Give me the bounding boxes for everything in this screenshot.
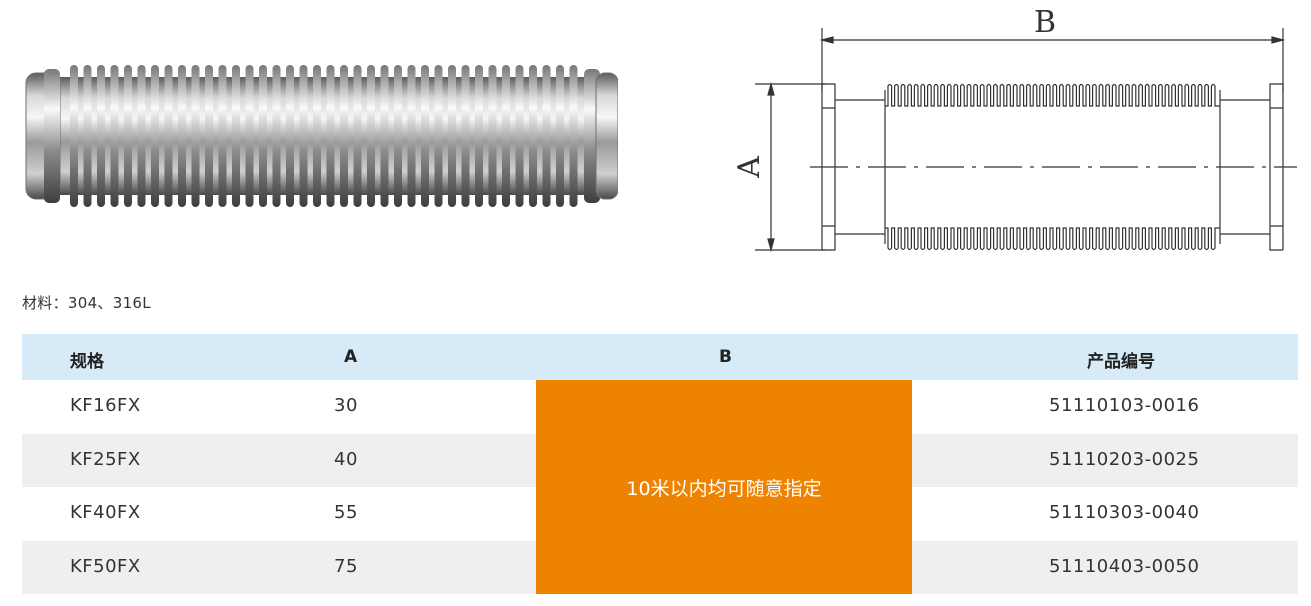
header-product-code: 产品编号 [1087,352,1155,372]
header-a: A [344,347,358,367]
cell-spec: KF50FX [70,555,141,577]
cell-spec: KF16FX [70,395,141,416]
table-header: 规格 A B 产品编号 [22,334,1298,380]
spec-table: 规格 A B 产品编号 KF16FX 30 51110103-0016 KF25… [22,334,1298,594]
table-row: KF40FX 55 51110303-0040 [22,487,1298,541]
dim-a-label: A [732,156,767,179]
cell-a: 55 [334,502,358,523]
cell-a: 30 [334,395,358,416]
cell-a: 40 [334,448,358,470]
technical-drawing: B A [732,5,1297,253]
header-b: B [719,347,732,367]
product-photo-bellows [25,65,618,207]
cell-product-code: 51110203-0025 [1049,448,1200,470]
cell-a: 75 [334,555,358,577]
cell-spec: KF40FX [70,502,141,523]
material-label: 材料：304、316L [22,294,151,312]
header-spec: 规格 [70,352,104,372]
table-row: KF16FX 30 51110103-0016 [22,380,1298,434]
cell-product-code: 51110403-0050 [1049,555,1200,577]
dim-b-label: B [1034,5,1056,40]
cell-spec: KF25FX [70,448,141,470]
cell-b-text: 10米以内均可随意指定 [626,477,822,500]
cell-product-code: 51110103-0016 [1049,395,1200,416]
cell-b-merged: 10米以内均可随意指定 [536,380,912,594]
cell-product-code: 51110303-0040 [1049,502,1200,523]
